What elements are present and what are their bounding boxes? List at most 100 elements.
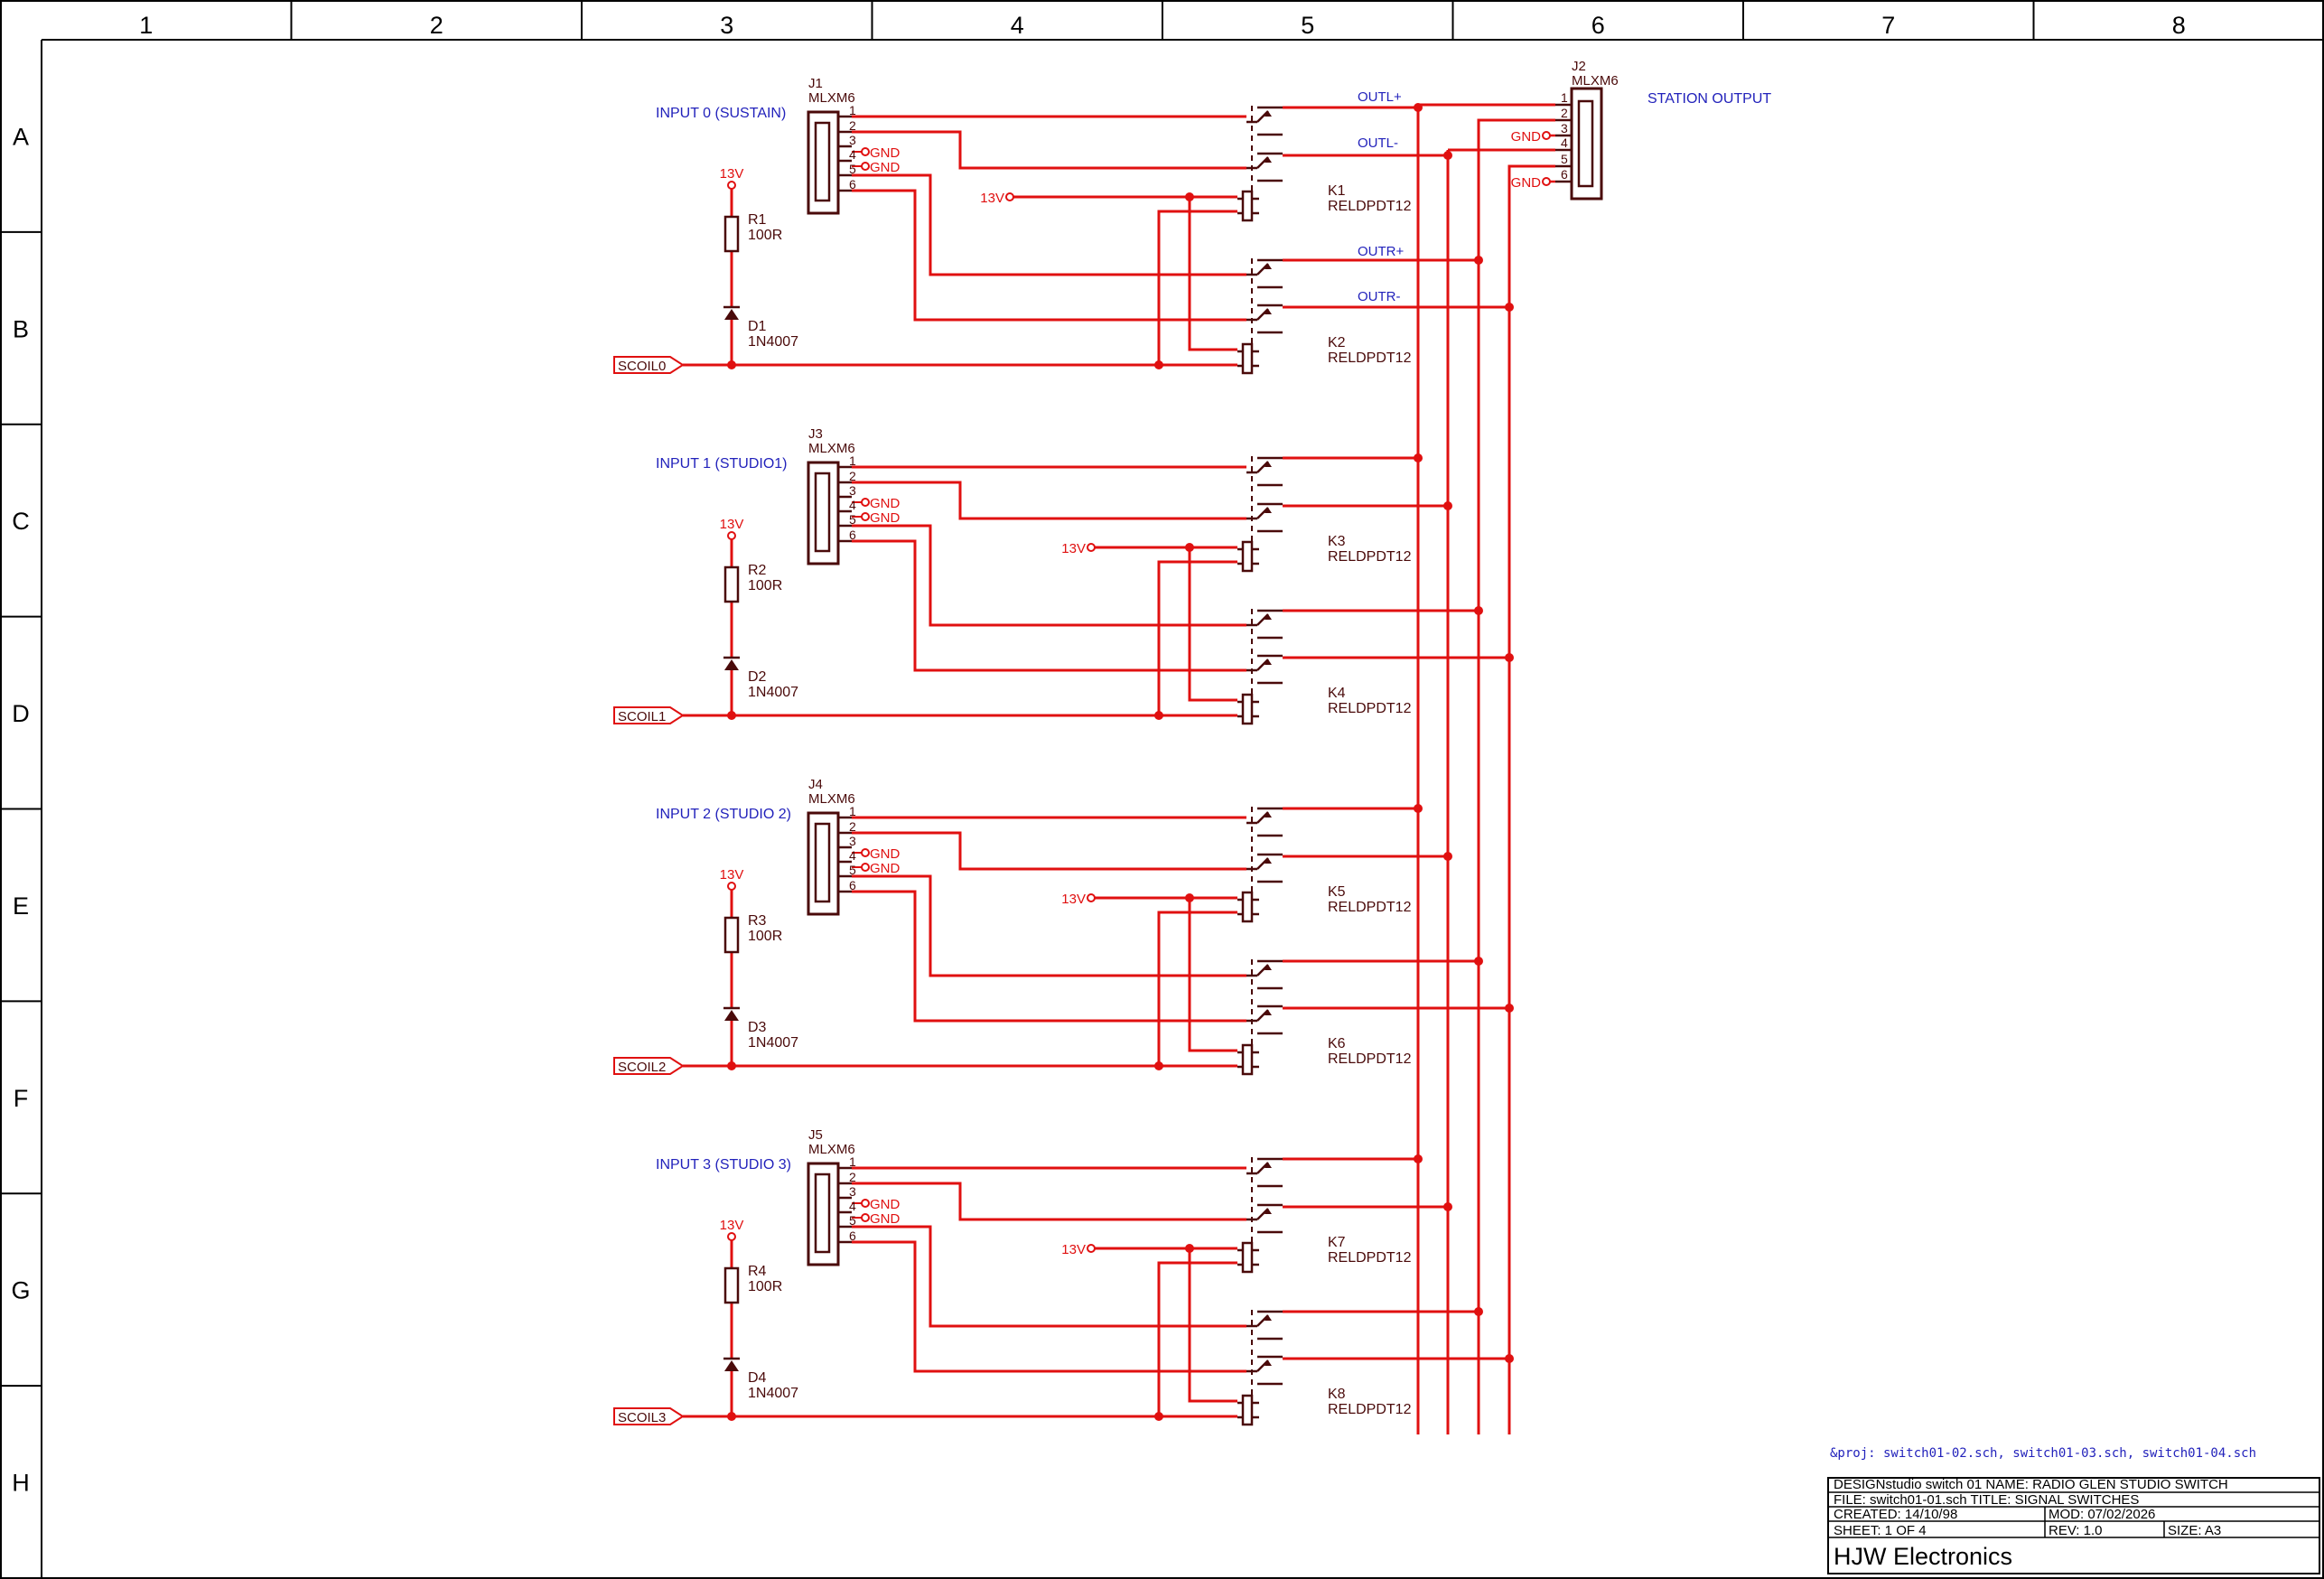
company-name: HJW Electronics — [1834, 1543, 2012, 1570]
relay-contact-arm — [1256, 1162, 1269, 1174]
relay-contact-tip — [1265, 1163, 1272, 1168]
wire — [852, 481, 1246, 520]
diode-name: D2 — [748, 669, 767, 685]
gnd-terminal — [861, 863, 870, 872]
coil-net-flag — [613, 1057, 685, 1075]
title-block: DESIGNstudio switch 01 NAME: RADIO GLEN … — [1827, 1477, 2320, 1574]
column-label: 5 — [1301, 12, 1314, 39]
input-connector-type: MLXM6 — [808, 441, 855, 456]
gnd-terminal — [1542, 131, 1551, 140]
connector-j2-name: J2 — [1572, 59, 1586, 74]
pin-number: 4 — [1561, 135, 1568, 150]
relay-name: K3 — [1328, 534, 1346, 549]
relay-contact-tip — [1265, 1360, 1272, 1366]
gnd-terminal — [861, 498, 870, 507]
resistor-symbol — [723, 215, 740, 253]
input-connector-type: MLXM6 — [808, 791, 855, 807]
relay-contact-arm — [1256, 964, 1269, 976]
pin-number: 3 — [849, 133, 856, 147]
input-connector-body — [807, 110, 840, 215]
v13-terminal — [1087, 543, 1096, 552]
pin-number: 3 — [849, 1184, 856, 1199]
wire — [852, 539, 1246, 672]
v13-label: 13V — [720, 166, 744, 182]
pin-number: 1 — [849, 804, 856, 818]
junction-dot — [1505, 303, 1514, 312]
title-mod: MOD: 07/02/2026 — [2049, 1507, 2155, 1522]
junction-dot — [1443, 852, 1452, 861]
input-connector-inner — [814, 121, 831, 202]
column-label: 2 — [430, 12, 443, 39]
input-connector-type: MLXM6 — [808, 1142, 855, 1157]
relay-type: RELDPDT12 — [1328, 701, 1412, 716]
input-label: INPUT 0 (SUSTAIN) — [656, 106, 786, 121]
wire — [852, 874, 1246, 977]
v13-label: 13V — [1061, 541, 1086, 556]
wire — [1188, 547, 1237, 702]
relay-coil — [1241, 342, 1254, 375]
resistor-symbol — [723, 916, 740, 954]
pin-number: 5 — [1561, 152, 1568, 166]
pin-number: 6 — [1561, 167, 1568, 182]
relay-coil — [1241, 1043, 1254, 1076]
relay-name: K1 — [1328, 183, 1346, 199]
junction-dot — [1505, 1354, 1514, 1363]
coil-net-label: SCOIL1 — [618, 709, 666, 724]
gnd-terminal — [1542, 177, 1551, 186]
pin-number: 2 — [849, 819, 856, 834]
pin-number: 2 — [1561, 106, 1568, 120]
pin-number: 4 — [849, 848, 856, 863]
row-label: H — [12, 1470, 30, 1497]
pin-number: 5 — [849, 512, 856, 527]
v13-label: 13V — [1061, 1242, 1086, 1257]
pin-number: 4 — [849, 498, 856, 512]
relay-contact-arm — [1256, 1009, 1269, 1022]
gnd-label: GND — [870, 1211, 901, 1227]
relay-contact-arm — [1256, 1314, 1269, 1327]
relay-contact-arm — [1256, 857, 1269, 870]
pin-number: 5 — [849, 162, 856, 176]
connector-j2-body — [1570, 87, 1603, 201]
pin-number: 2 — [849, 469, 856, 483]
coil-net-label: SCOIL3 — [618, 1410, 666, 1425]
row-label: D — [12, 700, 30, 727]
input-label: INPUT 2 (STUDIO 2) — [656, 807, 791, 822]
diode-symbol — [724, 1360, 739, 1371]
gnd-label: GND — [870, 145, 901, 161]
pin-number: 1 — [849, 1154, 856, 1169]
pin-number: 3 — [849, 834, 856, 848]
gnd-terminal — [861, 848, 870, 857]
resistor-name: R2 — [748, 563, 767, 578]
coil-net-label: SCOIL0 — [618, 359, 666, 374]
input-label: INPUT 1 (STUDIO1) — [656, 456, 788, 472]
input-connector-name: J3 — [808, 426, 823, 442]
net-label-outl-plus: OUTL+ — [1358, 89, 1402, 105]
pin-number: 1 — [849, 103, 856, 117]
relay-contact-tip — [1265, 812, 1272, 818]
coil-net-flag — [613, 1407, 685, 1425]
input-label: INPUT 3 (STUDIO 3) — [656, 1157, 791, 1173]
junction-dot — [1505, 1004, 1514, 1013]
junction-dot — [1474, 1307, 1483, 1316]
net-label-outl-minus: OUTL- — [1358, 135, 1398, 151]
relay-contact-tip — [1265, 1010, 1272, 1015]
diode-type: 1N4007 — [748, 1035, 798, 1051]
relay-contact-arm — [1256, 110, 1269, 123]
diode-name: D4 — [748, 1370, 767, 1386]
junction-dot — [1474, 606, 1483, 615]
net-label-outr-plus: OUTR+ — [1358, 244, 1404, 259]
pin-number: 6 — [849, 1229, 856, 1243]
row-label: A — [13, 123, 29, 150]
wire — [852, 189, 1246, 322]
wire — [852, 173, 1246, 276]
junction-dot — [1414, 804, 1423, 813]
resistor-name: R4 — [748, 1264, 767, 1279]
relay-name: K8 — [1328, 1387, 1346, 1402]
v13-label: 13V — [980, 191, 1004, 206]
v13-terminal — [1087, 1244, 1096, 1253]
relay-contact-arm — [1256, 156, 1269, 169]
junction-dot — [1154, 1412, 1163, 1421]
row-label: E — [13, 892, 29, 920]
